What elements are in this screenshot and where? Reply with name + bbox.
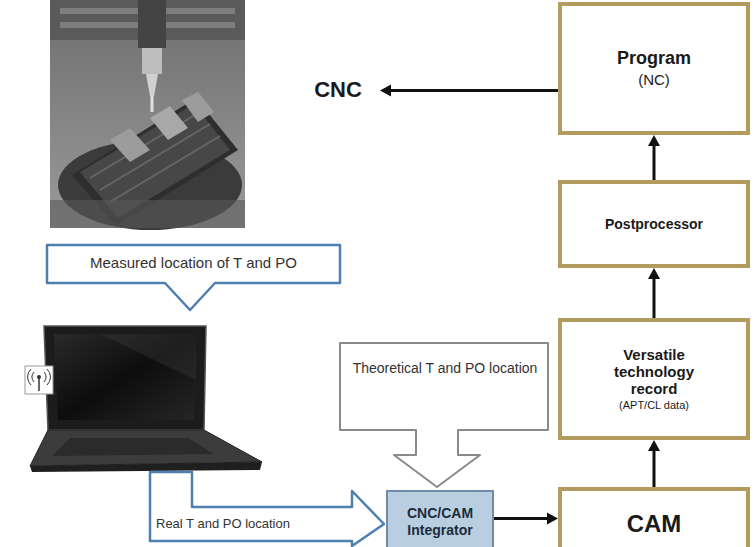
arrow-head [648, 135, 660, 146]
arrow-head [648, 268, 660, 279]
arrow-line [494, 517, 547, 520]
flow-label: Theoretical T and PO location [345, 360, 545, 378]
node-title: Postprocessor [605, 216, 703, 233]
block-arrow [340, 343, 548, 487]
flow-arrow [648, 135, 660, 180]
flow-label: Measured location of T and PO [50, 254, 337, 273]
machine-photo [50, 0, 245, 230]
integrator-box: CNC/CAM Integrator [386, 490, 494, 547]
arrow-line [653, 279, 656, 318]
arrow-line [653, 451, 656, 487]
process-box: Program(NC) [558, 2, 750, 135]
node-title: Versatile technology record [599, 346, 709, 398]
flow-arrow [380, 85, 558, 97]
machine-label: CNC [300, 74, 376, 107]
node-subtitle: (NC) [638, 71, 670, 89]
block-arrow [150, 472, 384, 546]
wireless-icon [25, 366, 53, 394]
process-box: Postprocessor [558, 180, 750, 268]
node-subtitle: (APT/CL data) [619, 399, 689, 412]
node-title: CNC/CAM Integrator [395, 505, 485, 539]
arrow-head [547, 513, 558, 525]
flow-arrow [494, 513, 558, 525]
block-arrow [47, 245, 340, 310]
arrow-line [391, 89, 558, 92]
arrow-head [380, 85, 391, 97]
process-box: Versatile technology record(APT/CL data) [558, 318, 750, 440]
arrow-line [653, 146, 656, 180]
flow-arrow [648, 440, 660, 487]
laptop [30, 326, 262, 472]
arrow-head [648, 440, 660, 451]
node-title: CAM [627, 510, 682, 539]
flow-label: Real T and PO location [156, 516, 352, 532]
flow-arrow [648, 268, 660, 318]
process-box: CAM [558, 487, 750, 547]
node-title: Program [617, 48, 691, 70]
node-title: CNC [314, 77, 362, 103]
